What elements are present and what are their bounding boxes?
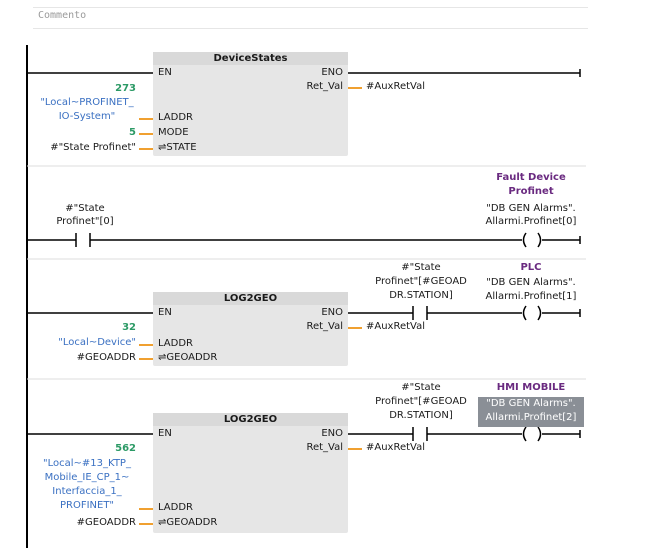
contact-4-label-line3[interactable]: DR.STATION] (389, 410, 453, 421)
log2geo-1-retval-param[interactable]: #AuxRetVal (366, 321, 426, 332)
devicestates-en-pin: EN (158, 67, 172, 78)
log2geo-2-geoaddr-connector (139, 523, 153, 525)
devicestates-eno-pin: ENO (321, 67, 343, 78)
comment-label: Commento (38, 10, 87, 21)
contact-3-label-line1[interactable]: #"State (401, 262, 441, 273)
log2geo-2-retval-pin: Ret_Val (306, 442, 343, 453)
log2geo-2-laddr-tag-line3[interactable]: Interfaccia_1_ (52, 486, 122, 497)
devicestates-mode-value[interactable]: 5 (129, 127, 136, 138)
log2geo-2-laddr-tag-line4[interactable]: PROFINET" (59, 500, 115, 511)
log2geo-2-retval-param[interactable]: #AuxRetVal (366, 442, 426, 453)
log2geo-1-geoaddr-pin: ⇌GEOADDR (158, 352, 218, 363)
coil-4-left-arc (522, 426, 527, 442)
comment-box[interactable] (33, 7, 588, 29)
contact-4-label-line2[interactable]: Profinet"[#GEOAD (375, 396, 467, 407)
coil-4-title: HMI MOBILE (496, 382, 566, 393)
devicestates-mode-pin: MODE (158, 127, 189, 138)
coil-2-left-arc (522, 232, 527, 248)
log2geo-1-laddr-connector (139, 344, 153, 346)
log2geo-2-laddr-tag-line2[interactable]: Mobile_IE_CP_1~ (44, 472, 130, 483)
contact-3-label-line3[interactable]: DR.STATION] (389, 290, 453, 301)
devicestates-block[interactable] (153, 52, 348, 156)
log2geo-2-geoaddr-param[interactable]: #GEOADDR (76, 517, 136, 528)
devicestates-block-title[interactable]: DeviceStates (153, 52, 348, 65)
contact-4-label-line1[interactable]: #"State (401, 382, 441, 393)
devicestates-laddr-pin: LADDR (158, 112, 193, 123)
contact-2-label-line1[interactable]: #"State (65, 203, 105, 214)
coil-4-right-arc (537, 426, 542, 442)
coil-4-label-line2[interactable]: Allarmi.Profinet[2] (485, 412, 577, 423)
coil-3-label-line2[interactable]: Allarmi.Profinet[1] (485, 291, 577, 302)
log2geo-2-en-pin: EN (158, 428, 172, 439)
devicestates-laddr-value[interactable]: 273 (115, 83, 136, 94)
log2geo-block-1-title[interactable]: LOG2GEO (153, 292, 348, 305)
coil-4-label-highlight[interactable] (478, 397, 584, 427)
log2geo-1-laddr-value[interactable]: 32 (122, 322, 136, 333)
devicestates-retval-pin: Ret_Val (306, 81, 343, 92)
coil-3-label-line1[interactable]: "DB GEN Alarms". (486, 277, 576, 288)
log2geo-block-2-title[interactable]: LOG2GEO (153, 413, 348, 426)
log2geo-2-laddr-value[interactable]: 562 (115, 443, 136, 454)
contact-2-label-line2[interactable]: Profinet"[0] (56, 216, 114, 227)
coil-2-title-line2: Profinet (508, 186, 554, 197)
coil-3-title: PLC (520, 262, 542, 273)
coil-2-label-line2[interactable]: Allarmi.Profinet[0] (485, 216, 577, 227)
log2geo-2-laddr-pin: LADDR (158, 502, 193, 513)
devicestates-laddr-tag-line2[interactable]: IO-System" (58, 111, 116, 122)
log2geo-2-laddr-connector (139, 508, 153, 510)
devicestates-state-pin: ⇌STATE (158, 142, 197, 153)
coil-2-title-line1: Fault Device (496, 172, 566, 183)
log2geo-1-geoaddr-connector (139, 358, 153, 360)
devicestates-retval-connector (348, 87, 362, 89)
log2geo-2-retval-connector (348, 448, 362, 450)
log2geo-1-eno-pin: ENO (321, 307, 343, 318)
log2geo-1-laddr-tag[interactable]: "Local~Device" (58, 337, 136, 348)
devicestates-retval-param[interactable]: #AuxRetVal (366, 81, 426, 92)
coil-4-label-line1[interactable]: "DB GEN Alarms". (486, 398, 576, 409)
devicestates-laddr-tag-line1[interactable]: "Local~PROFINET_ (40, 97, 134, 108)
coil-2-right-arc (537, 232, 542, 248)
devicestates-state-connector (139, 148, 153, 150)
devicestates-state-param[interactable]: #"State Profinet" (50, 142, 136, 153)
contact-3-label-line2[interactable]: Profinet"[#GEOAD (375, 276, 467, 287)
log2geo-2-eno-pin: ENO (321, 428, 343, 439)
log2geo-1-retval-pin: Ret_Val (306, 321, 343, 332)
log2geo-1-geoaddr-param[interactable]: #GEOADDR (76, 352, 136, 363)
devicestates-mode-connector (139, 133, 153, 135)
coil-3-left-arc (522, 305, 527, 321)
devicestates-laddr-connector (139, 118, 153, 120)
log2geo-1-en-pin: EN (158, 307, 172, 318)
log2geo-2-geoaddr-pin: ⇌GEOADDR (158, 517, 218, 528)
log2geo-2-laddr-tag-line1[interactable]: "Local~#13_KTP_ (43, 458, 131, 469)
log2geo-1-retval-connector (348, 327, 362, 329)
coil-2-label-line1[interactable]: "DB GEN Alarms". (486, 203, 576, 214)
log2geo-block-2[interactable] (153, 413, 348, 533)
coil-3-right-arc (537, 305, 542, 321)
log2geo-1-laddr-pin: LADDR (158, 338, 193, 349)
